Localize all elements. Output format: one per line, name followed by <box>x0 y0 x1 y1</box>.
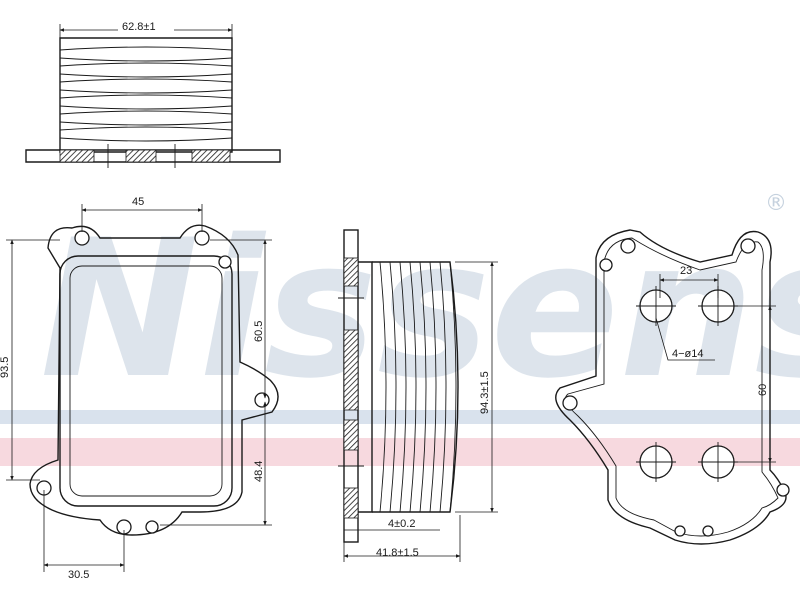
mount-hole-icon <box>599 258 613 272</box>
section-hatch-icon <box>343 257 359 287</box>
dim-back-vertical-spacing: 60 <box>757 384 769 396</box>
section-hatch-icon <box>343 419 359 451</box>
mount-hole-icon <box>620 238 636 254</box>
section-hatch-icon <box>191 149 231 163</box>
dim-front-height-lower: 48.4 <box>253 461 265 482</box>
section-hatch-icon <box>343 487 359 519</box>
dim-side-flange: 4±0.2 <box>388 518 415 530</box>
brand-band-blue <box>0 410 800 424</box>
callout-back-holes: 4−ø14 <box>672 348 704 360</box>
mount-hole-icon <box>674 525 686 537</box>
nissens-watermark: Nissens <box>40 199 800 420</box>
dim-side-depth: 41.8±1.5 <box>376 547 419 559</box>
mount-hole-icon <box>776 483 790 497</box>
mount-hole-icon <box>145 520 159 534</box>
mount-hole-icon <box>218 255 232 269</box>
dim-back-hole-spacing: 23 <box>680 265 692 277</box>
dim-front-height-total: 93.5 <box>0 357 11 378</box>
section-hatch-icon <box>125 149 157 163</box>
front-view: 45 93.5 60.5 48.4 30.5 <box>0 196 279 581</box>
mount-hole-icon <box>194 230 210 246</box>
dim-hole-spacing-top: 45 <box>132 196 144 208</box>
section-hatch-icon <box>343 329 359 411</box>
top-view: 62.8±1 <box>25 18 281 168</box>
back-view: 23 4−ø14 60 <box>555 229 790 545</box>
side-view: 94.3±1.5 4±0.2 41.8±1.5 <box>338 229 498 562</box>
registered-mark: ® <box>765 191 787 216</box>
mount-hole-icon <box>740 238 756 254</box>
dim-front-height-upper: 60.5 <box>253 321 265 342</box>
dim-side-height: 94.3±1.5 <box>479 371 491 414</box>
mount-hole-icon <box>702 525 714 537</box>
brand-band-pink <box>0 438 800 466</box>
mount-hole-icon <box>74 230 90 246</box>
dim-top-width: 62.8±1 <box>122 21 156 33</box>
mount-hole-icon <box>562 395 578 411</box>
dim-hole-offset-bottom: 30.5 <box>68 569 89 581</box>
mount-hole-icon <box>254 392 270 408</box>
fin-lines <box>59 46 233 142</box>
section-hatch-icon <box>59 149 95 163</box>
side-fin-lines <box>379 261 457 513</box>
